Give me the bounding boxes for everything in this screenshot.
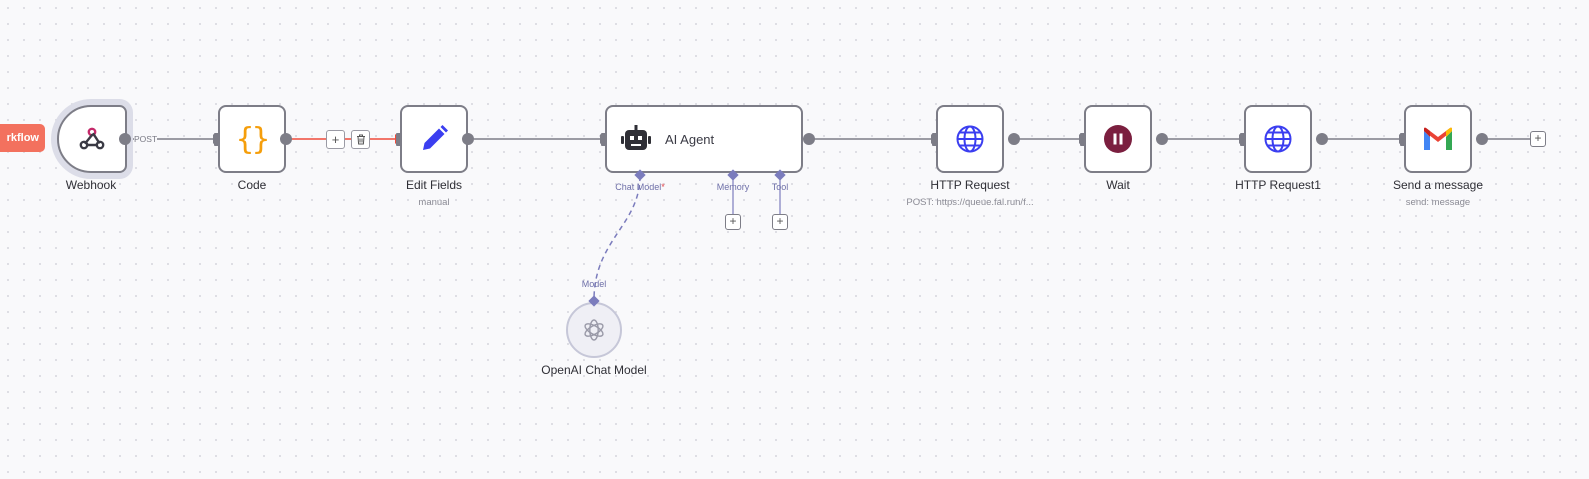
http-request1-label: HTTP Request1 [1235, 178, 1321, 192]
tool-port-label: Tool [771, 182, 789, 192]
edit-fields-subtitle: manual [418, 197, 450, 208]
webhook-icon [79, 127, 105, 150]
add-next-node-button[interactable]: + [1530, 131, 1546, 147]
model-port-label: Model [581, 279, 607, 289]
webhook-output-label: POST [134, 134, 158, 144]
code-braces-icon: {} [235, 121, 270, 157]
send-message-output-handle[interactable] [1476, 133, 1488, 145]
send-message-subtitle: send: message [1405, 197, 1471, 208]
webhook-output-handle[interactable] [119, 133, 131, 145]
ai-agent-input-handle[interactable] [601, 133, 606, 146]
ai-agent-title: AI Agent [665, 131, 715, 147]
robot-icon [621, 125, 651, 150]
workflow-side-button[interactable]: rkflow [0, 124, 45, 152]
required-mark: * [661, 182, 665, 192]
trash-icon [356, 134, 365, 145]
edit-fields-node[interactable] [400, 105, 468, 173]
memory-port-label: Memory [716, 182, 750, 192]
send-message-node[interactable] [1404, 105, 1472, 173]
edit-fields-input-handle[interactable] [396, 133, 401, 146]
ai-agent-output-handle[interactable] [803, 133, 815, 145]
ai-agent-node[interactable]: AI Agent [605, 105, 803, 173]
code-label: Code [237, 178, 267, 192]
openai-icon [584, 319, 604, 341]
http-request-output-handle[interactable] [1008, 133, 1020, 145]
http-request-label: HTTP Request [930, 178, 1010, 192]
http-request-subtitle: POST: https://queue.fal.run/f... [906, 197, 1034, 208]
wait-input-handle[interactable] [1080, 133, 1085, 146]
http-request-node[interactable] [936, 105, 1004, 173]
wait-output-handle[interactable] [1156, 133, 1168, 145]
openai-chat-model-label: OpenAI Chat Model [541, 363, 647, 377]
code-input-handle[interactable] [214, 133, 219, 146]
globe-icon [956, 125, 984, 153]
globe-icon [1264, 125, 1292, 153]
edge-add-button[interactable]: + [326, 130, 345, 149]
http-request1-output-handle[interactable] [1316, 133, 1328, 145]
chat-model-port-label: Chat Model* [615, 182, 665, 192]
http-request1-node[interactable] [1244, 105, 1312, 173]
wait-node[interactable] [1084, 105, 1152, 173]
openai-chat-model-node[interactable] [566, 302, 622, 358]
plus-icon: + [331, 132, 340, 147]
webhook-node[interactable] [57, 105, 127, 173]
pause-icon [1104, 125, 1132, 153]
code-output-handle[interactable] [280, 133, 292, 145]
add-tool-button[interactable]: + [772, 214, 788, 230]
pencil-icon [423, 125, 448, 150]
webhook-label: Webhook [65, 178, 117, 192]
edit-fields-output-handle[interactable] [462, 133, 474, 145]
gmail-icon [1424, 127, 1452, 150]
wait-label: Wait [1106, 178, 1130, 192]
http-request1-input-handle[interactable] [1240, 133, 1245, 146]
edge-model-chat-model[interactable] [593, 175, 641, 301]
edit-fields-label: Edit Fields [405, 178, 463, 192]
send-message-label: Send a message [1392, 178, 1484, 192]
http-request-input-handle[interactable] [932, 133, 937, 146]
send-message-input-handle[interactable] [1400, 133, 1405, 146]
code-node[interactable]: {} [218, 105, 286, 173]
edge-delete-button[interactable] [351, 130, 370, 149]
add-memory-button[interactable]: + [725, 214, 741, 230]
